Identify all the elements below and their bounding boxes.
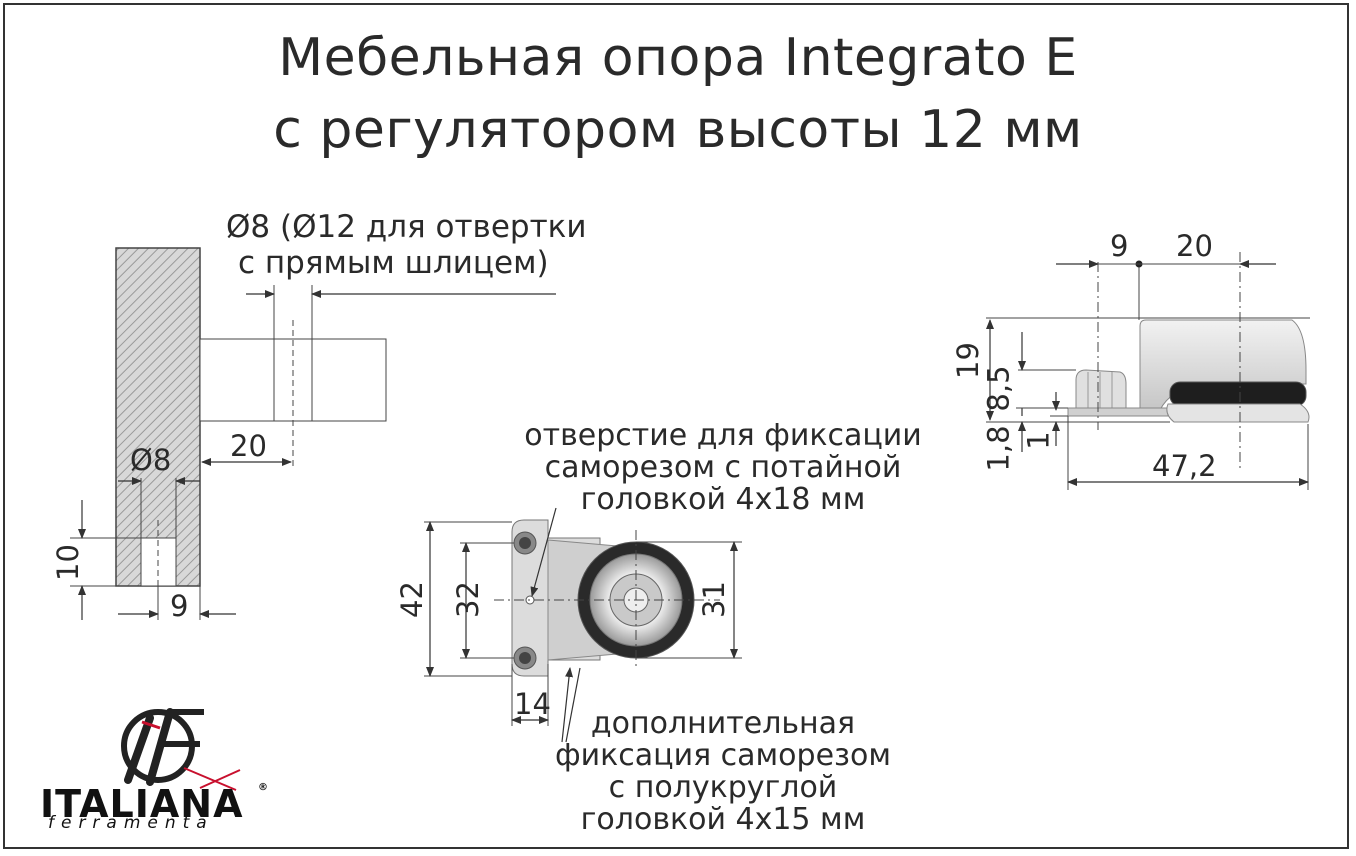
center-dim-32: 32	[450, 581, 485, 618]
hole-note-line-2: с прямым шлицем)	[238, 245, 549, 281]
center-top-view	[424, 507, 742, 743]
right-dim-20: 20	[1176, 229, 1213, 263]
logo-registered: ®	[258, 782, 268, 793]
top-note-line-3: головкой 4x18 мм	[580, 482, 866, 517]
center-dim-14: 14	[514, 687, 551, 721]
right-dim-19: 19	[950, 342, 985, 379]
logo-sub: ferramenta	[48, 813, 214, 833]
title-line-2: с регулятором высоты 12 мм	[273, 100, 1083, 160]
logo-brand: ITALIANA	[40, 782, 244, 826]
panel-section	[115, 247, 201, 587]
bottom-note-line-4: головкой 4x15 мм	[580, 802, 866, 837]
left-dim-9: 9	[170, 589, 189, 623]
right-dim-1: 1	[1021, 431, 1056, 450]
left-dim-20: 20	[230, 429, 267, 463]
center-dim-31: 31	[696, 581, 731, 618]
right-dim-9: 9	[1110, 229, 1129, 263]
italiana-logo-mark	[121, 708, 241, 791]
title-line-1: Мебельная опора Integrato E	[278, 28, 1078, 88]
bottom-note: дополнительная фиксация саморезом с полу…	[508, 708, 938, 836]
right-dim-47-2: 47,2	[1152, 449, 1217, 483]
left-dim-10: 10	[50, 544, 85, 581]
sheet-border	[3, 3, 1349, 849]
bottom-note-line-1: дополнительная	[590, 706, 856, 741]
top-note-line-2: саморезом с потайной	[544, 450, 902, 485]
left-section-view	[70, 247, 556, 620]
right-side-view	[986, 252, 1310, 490]
rubber-ring	[1169, 381, 1307, 407]
left-dim-diameter-8: Ø8	[130, 443, 172, 477]
hole-note-line-1: Ø8 (Ø12 для отвертки	[226, 209, 587, 245]
bottom-note-line-3: с полукруглой	[608, 770, 838, 805]
top-note-line-1: отверстие для фиксации	[524, 418, 922, 453]
right-dim-1-8: 1,8	[981, 425, 1016, 472]
top-note: отверстие для фиксации саморезом с потай…	[508, 420, 938, 516]
right-dim-8-5: 8,5	[981, 365, 1016, 412]
bottom-note-line-2: фиксация саморезом	[555, 738, 891, 773]
center-dim-42: 42	[394, 581, 429, 618]
